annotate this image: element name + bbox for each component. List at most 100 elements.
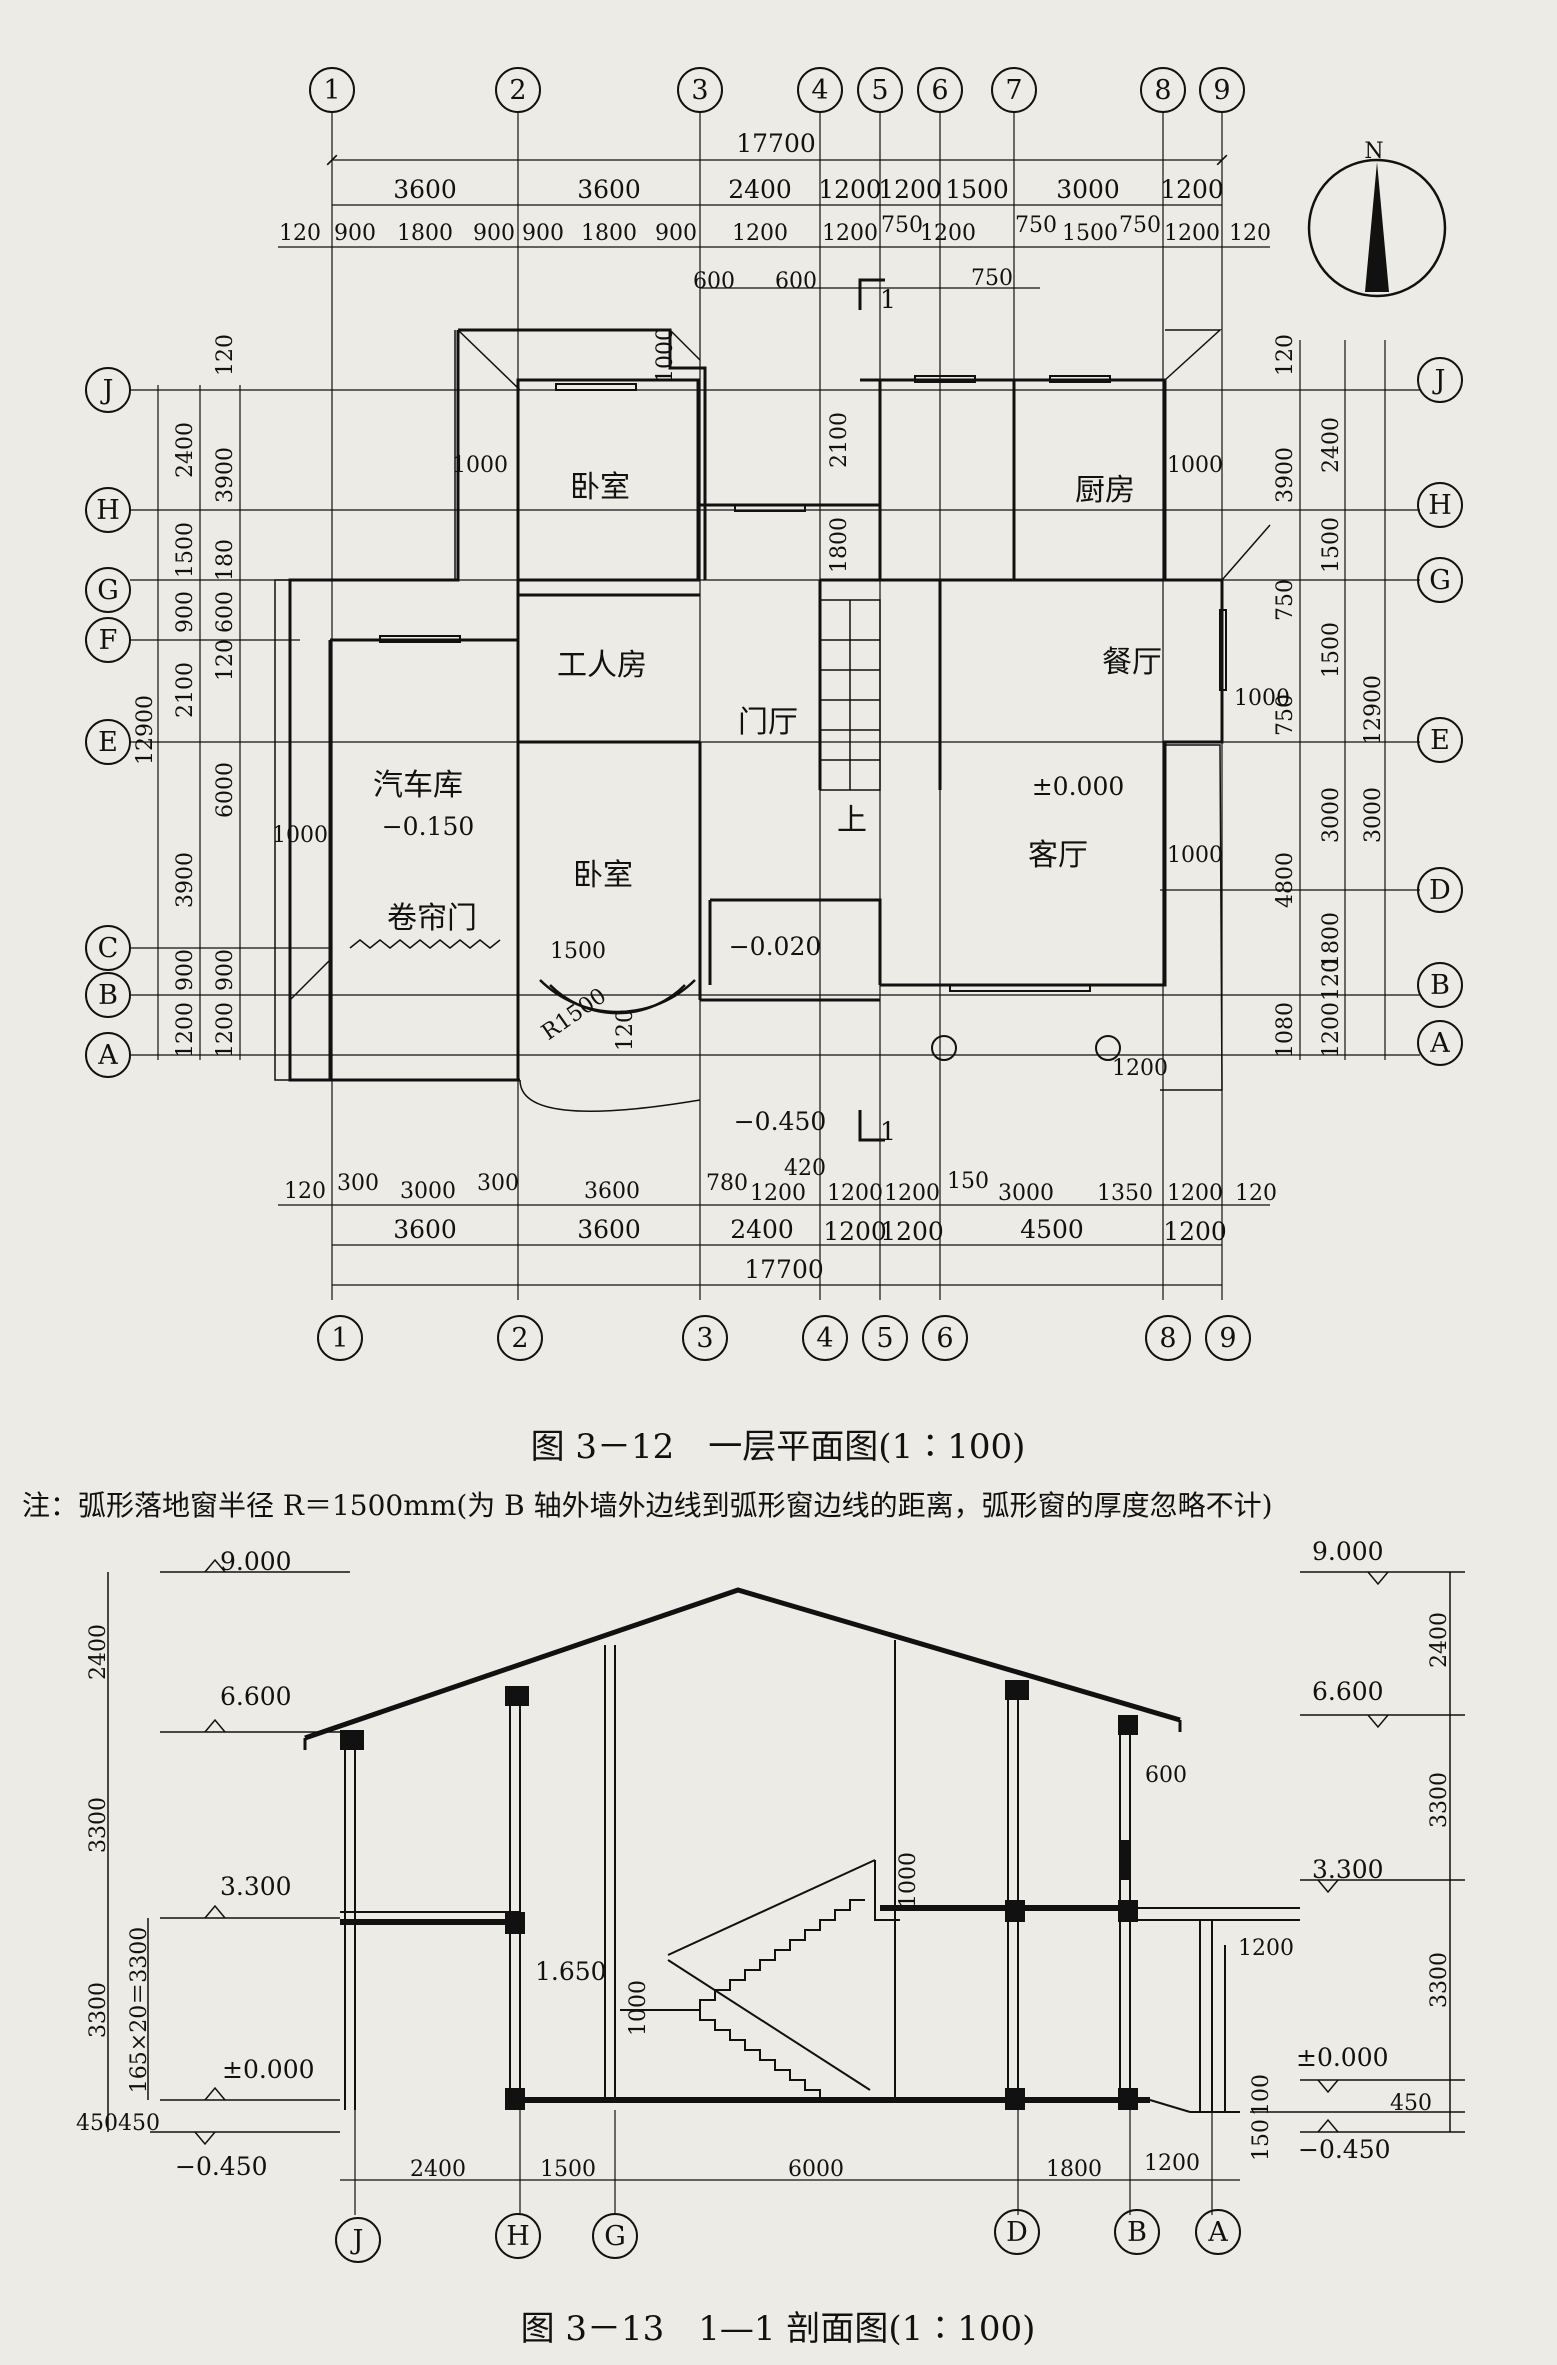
svg-text:1.650: 1.650 (535, 1957, 607, 1986)
svg-text:3600: 3600 (577, 1215, 641, 1244)
right-dimensions (1299, 340, 1386, 1060)
svg-text:2: 2 (509, 75, 526, 106)
axis-bubble-top-6: 6 (917, 67, 963, 113)
svg-text:1500: 1500 (540, 2157, 596, 2182)
svg-text:3.300: 3.300 (220, 1872, 292, 1901)
svg-text:900: 900 (522, 221, 564, 246)
svg-text:C: C (98, 933, 119, 964)
garage-level: −0.150 (382, 812, 475, 841)
section-porch (1211, 1945, 1226, 2112)
svg-text:A: A (97, 1040, 118, 1071)
svg-text:2400: 2400 (1427, 1612, 1452, 1668)
svg-text:1000: 1000 (272, 823, 328, 848)
svg-text:420: 420 (784, 1156, 826, 1181)
svg-text:1200: 1200 (884, 1181, 940, 1206)
svg-text:B: B (1127, 2217, 1147, 2248)
section-drawing: 9.000 6.600 3.300 ±0.000 −0.450 2400 330… (76, 1537, 1465, 2263)
axis-bubble-bottom-1: 1 (317, 1315, 363, 1361)
svg-text:17700: 17700 (736, 129, 816, 158)
svg-text:750: 750 (1273, 694, 1298, 736)
room-kitchen: 厨房 (1075, 473, 1135, 508)
axis-bubble-left-G: G (85, 567, 131, 613)
inside-dimension-labels: 1000 1000 1000 1000 1000 1000 2100 1800 … (272, 327, 1290, 1081)
section-caption: 图 3－13 1—1 剖面图(1∶100) (521, 2309, 1036, 2349)
svg-text:R1500: R1500 (537, 984, 611, 1046)
section-roof (304, 1587, 1181, 1741)
svg-text:1000: 1000 (626, 1980, 651, 2036)
axis-bubble-right-E: E (1417, 717, 1463, 763)
svg-text:450: 450 (1390, 2091, 1432, 2116)
svg-text:120: 120 (1273, 334, 1298, 376)
svg-text:−0.450: −0.450 (1298, 2135, 1391, 2164)
svg-text:3: 3 (691, 75, 708, 106)
svg-text:300: 300 (477, 1171, 519, 1196)
svg-text:600: 600 (775, 269, 817, 294)
north-arrow: N (1307, 139, 1447, 298)
svg-text:120: 120 (279, 221, 321, 246)
svg-text:3000: 3000 (400, 1179, 456, 1204)
svg-text:1000: 1000 (1234, 686, 1290, 711)
svg-text:3000: 3000 (1056, 175, 1120, 204)
section-axis-bubbles: J H G D B A (335, 2209, 1241, 2263)
axis-bubble-bottom-9: 9 (1205, 1315, 1251, 1361)
svg-text:H: H (506, 2221, 530, 2252)
svg-text:H: H (1428, 490, 1452, 521)
svg-text:1800: 1800 (397, 221, 453, 246)
axis-bubble-top-4: 4 (797, 67, 843, 113)
room-hall: 门厅 (738, 705, 798, 740)
section-slab-thin (340, 1907, 1300, 2113)
svg-text:1200: 1200 (1319, 1002, 1344, 1058)
svg-text:1200: 1200 (1160, 175, 1224, 204)
svg-text:3900: 3900 (173, 852, 198, 908)
section-inner-dims: 600 1000 1000 1200 1.650 (535, 1763, 1294, 2036)
svg-text:600: 600 (1145, 1763, 1187, 1788)
svg-text:1000: 1000 (653, 327, 678, 383)
rolling-door-label: 卷帘门 (387, 901, 477, 936)
axis-bubble-right-B: B (1417, 962, 1463, 1008)
columns (931, 1035, 1121, 1061)
svg-text:120: 120 (1235, 1181, 1277, 1206)
svg-text:1800: 1800 (1046, 2157, 1102, 2182)
svg-text:G: G (97, 575, 119, 606)
svg-text:6: 6 (931, 75, 948, 106)
svg-text:120: 120 (1319, 959, 1344, 1001)
axis-bubble-top-9: 9 (1199, 67, 1245, 113)
bay-window (539, 979, 696, 1015)
svg-text:2400: 2400 (730, 1215, 794, 1244)
svg-text:1200: 1200 (827, 1181, 883, 1206)
svg-text:4: 4 (811, 75, 828, 106)
axis-bubble-bottom-4: 4 (802, 1315, 848, 1361)
section-level-labels-left: 9.000 6.600 3.300 ±0.000 −0.450 2400 330… (76, 1547, 315, 2181)
svg-text:8: 8 (1154, 75, 1171, 106)
svg-text:1: 1 (331, 1323, 348, 1354)
svg-text:6000: 6000 (788, 2157, 844, 2182)
svg-text:120: 120 (613, 1009, 638, 1051)
svg-text:900: 900 (173, 949, 198, 991)
svg-text:750: 750 (1273, 579, 1298, 621)
svg-text:12900: 12900 (133, 695, 158, 765)
svg-text:3: 3 (696, 1323, 713, 1354)
svg-text:B: B (98, 980, 118, 1011)
svg-text:450: 450 (118, 2111, 160, 2136)
svg-text:F: F (99, 625, 118, 656)
axis-bubble-bottom-3: 3 (682, 1315, 728, 1361)
svg-text:300: 300 (337, 1171, 379, 1196)
svg-text:2400: 2400 (1319, 417, 1344, 473)
svg-text:−0.450: −0.450 (175, 2152, 268, 2181)
svg-text:1500: 1500 (945, 175, 1009, 204)
svg-text:1500: 1500 (550, 939, 606, 964)
svg-text:1200: 1200 (1163, 1217, 1227, 1246)
svg-text:1200: 1200 (818, 175, 882, 204)
svg-text:900: 900 (655, 221, 697, 246)
svg-text:1200: 1200 (823, 1217, 887, 1246)
section-walls (344, 1640, 1213, 2112)
svg-text:900: 900 (473, 221, 515, 246)
section-levels-left (107, 1558, 350, 2146)
svg-text:J: J (350, 2225, 364, 2256)
svg-text:4: 4 (816, 1323, 833, 1354)
axis-bubble-bottom-8: 8 (1145, 1315, 1191, 1361)
svg-text:3600: 3600 (393, 175, 457, 204)
svg-text:1: 1 (323, 75, 340, 106)
svg-text:450: 450 (76, 2111, 118, 2136)
